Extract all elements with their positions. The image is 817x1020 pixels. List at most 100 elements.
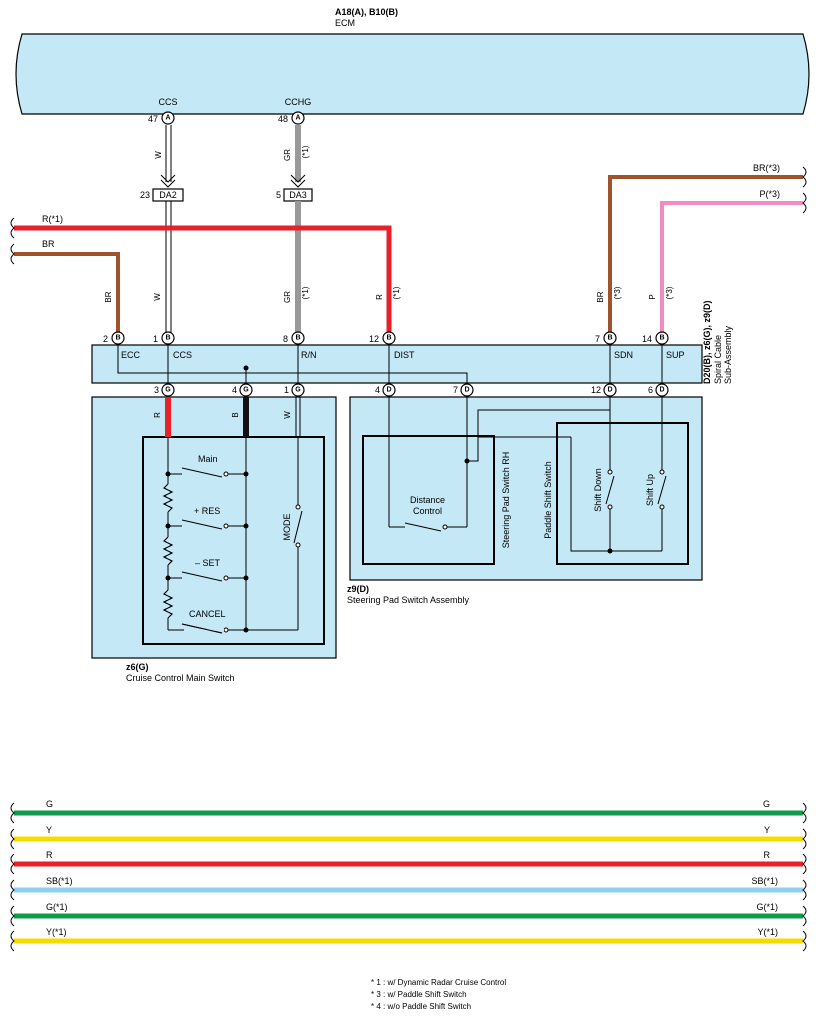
ecm-term-cchg-name: CCHG (285, 97, 312, 107)
pin-spiral-b1-conn: B (165, 335, 170, 342)
dist-label-1: Distance (410, 495, 445, 505)
bottom-wire-1: G G (10, 799, 807, 824)
pin-spiral-b14-conn: B (659, 335, 664, 342)
bottom-wire-5: G(*1) G(*1) (10, 902, 807, 927)
sw-label-set: – SET (195, 558, 221, 568)
bottom-wire-right-6: Y(*1) (757, 927, 778, 937)
sw-main-node-l (165, 471, 171, 477)
pin-spiral-d12-conn: D (607, 387, 612, 394)
pin-ecm-48 (291, 111, 305, 125)
bottom-wire-left-2: Y (46, 825, 52, 835)
sw-label-mode: MODE (282, 514, 292, 541)
ecm-term-cchg-pin: 48 (278, 114, 288, 124)
pin-spiral-g1-conn: G (295, 387, 301, 394)
spiral-label-ecc: ECC (121, 350, 141, 360)
spiral-label-sup: SUP (666, 350, 685, 360)
pin-spiral-g1 (291, 383, 305, 397)
note-3: * 3 : w/ Paddle Shift Switch (371, 990, 467, 999)
pin-spiral-g4-conn: G (243, 387, 249, 394)
sw-cancel-contact (223, 627, 229, 633)
right-wire-br3-label: BR(*3) (753, 163, 780, 173)
sw-mode-blade (293, 510, 303, 544)
wire-note-r-dist: (*1) (392, 286, 401, 299)
resistor-1b-icon (162, 483, 174, 513)
spiral-bottom-pin-3g: 3 (154, 385, 159, 395)
junction-da2-pin: 23 (140, 190, 150, 200)
spiral-label-rn: R/N (301, 350, 317, 360)
pin-spiral-g3 (161, 383, 175, 397)
sw-set-node-l (165, 575, 171, 581)
sw-set-contact (223, 575, 229, 581)
sw-main-node-r (243, 471, 249, 477)
sw-res-blade (181, 519, 223, 530)
sup-blade (657, 475, 667, 505)
bottom-wire-2: Y Y (10, 825, 807, 850)
shift-down-label: Shift Down (593, 468, 603, 512)
resistor-2b-icon (162, 536, 174, 566)
junction-da2-label: DA2 (159, 190, 177, 200)
chevron-cchg-icon (290, 174, 306, 188)
pin-spiral-b2-conn: B (115, 335, 120, 342)
wire-label-gr-2: GR (283, 291, 292, 303)
bottom-wire-break-r-6 (802, 930, 807, 952)
wire-brown-br (14, 252, 120, 333)
bottom-wire-right-4: SB(*1) (751, 876, 778, 886)
wire-label-p-sup: P (648, 294, 657, 299)
pad-rh-inner (362, 435, 495, 565)
dist-switch-blade (404, 522, 442, 532)
spiral-bottom-pin-6d: 6 (648, 385, 653, 395)
wire-label-br-sdn: BR (596, 291, 605, 302)
sw-mode-contact-bottom (295, 542, 301, 548)
wire-break-right-p3 (802, 192, 807, 214)
pin-spiral-b7-conn: B (607, 335, 612, 342)
spiral-name-2: Sub-Assembly (723, 325, 733, 384)
pad-assembly-name: Steering Pad Switch Assembly (347, 595, 470, 605)
bottom-wire-break-r-2 (802, 828, 807, 850)
ecm-term-ccs-name: CCS (158, 97, 177, 107)
paddle-node (607, 548, 613, 554)
spiral-label-dist: DIST (394, 350, 415, 360)
pin-spiral-d12 (603, 383, 617, 397)
bottom-wire-break-l-1 (10, 802, 15, 824)
bottom-wire-break-r-5 (802, 905, 807, 927)
sw-label-cancel: CANCEL (189, 609, 226, 619)
bottom-wire-4: SB(*1) SB(*1) (10, 876, 807, 901)
wire-red-r1 (14, 225, 392, 333)
pad-assembly-ref: z9(D) (347, 584, 369, 594)
spiral-bottom-pin-4g: 4 (232, 385, 237, 395)
bottom-wire-break-l-3 (10, 853, 15, 875)
spiral-cable-box (91, 344, 703, 384)
right-wire-p3-label: P(*3) (759, 189, 780, 199)
main-switch-name: Cruise Control Main Switch (126, 673, 235, 683)
wire-note-p-sup: (*3) (665, 286, 674, 299)
bottom-wire-break-r-3 (802, 853, 807, 875)
spiral-top-pin-14: 14 (642, 334, 652, 344)
spiral-name-1: Spiral Cable (713, 335, 723, 384)
sw-set-blade (181, 571, 223, 582)
sup-contact-top (659, 469, 665, 475)
sw-label-main: Main (198, 454, 218, 464)
main-switch-ref: z6(G) (126, 662, 149, 672)
spiral-top-pin-1: 1 (153, 334, 158, 344)
bottom-wire-left-1: G (46, 799, 53, 809)
wire-note-br-sdn: (*3) (613, 286, 622, 299)
junction-da3-label: DA3 (289, 190, 307, 200)
spiral-bottom-pin-1g: 1 (284, 385, 289, 395)
bottom-wire-right-5: G(*1) (756, 902, 778, 912)
bottom-wire-break-r-4 (802, 879, 807, 901)
spiral-label-ccs: CCS (173, 350, 192, 360)
bottom-wire-3: R R (10, 850, 807, 875)
spiral-title: D20(B), z6(G), z9(D) (702, 300, 712, 384)
spiral-bottom-pin-4d: 4 (375, 385, 380, 395)
pin-ecm-47-conn: A (165, 115, 170, 122)
wire-label-br-ecc: BR (104, 291, 113, 302)
spiral-top-pin-7: 7 (595, 334, 600, 344)
sw-main-contact (223, 471, 229, 477)
bottom-wire-left-6: Y(*1) (46, 927, 67, 937)
shift-up-label: Shift Up (645, 474, 655, 506)
sw-set-node-r (243, 575, 249, 581)
sw-main-blade (181, 467, 223, 478)
note-4: * 4 : w/o Paddle Shift Switch (371, 1002, 471, 1011)
wire-label-w-2: W (153, 293, 162, 301)
note-1: * 1 : w/ Dynamic Radar Cruise Control (371, 978, 506, 987)
